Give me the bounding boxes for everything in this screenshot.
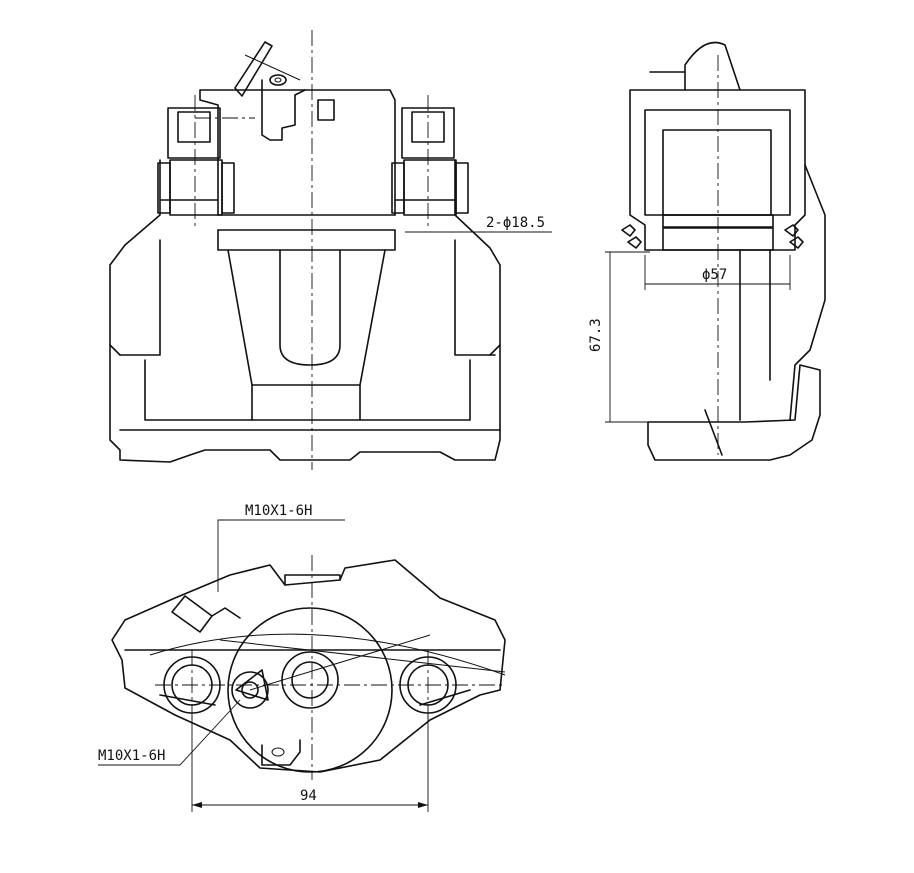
- piston-diameter-label: ϕ57: [702, 267, 727, 283]
- top-view: M10X1-6H M10X1-6H 94: [98, 503, 506, 812]
- bore-holes-label: 2-ϕ18.5: [486, 215, 545, 231]
- height-label: 67.3: [588, 318, 604, 352]
- right-guide-pin: [391, 107, 469, 216]
- thread-callout-bottom: M10X1-6H: [98, 748, 165, 764]
- pad-section: [647, 364, 821, 461]
- thread-callout-top: M10X1-6H: [245, 503, 312, 519]
- piston: [662, 129, 772, 216]
- left-guide-pin: [157, 107, 235, 216]
- outer-arm: [739, 164, 826, 421]
- bleeder-port: [231, 671, 269, 709]
- upper-housing: [199, 89, 396, 216]
- bridge: [217, 229, 396, 421]
- caliper-body-outline: [109, 159, 501, 463]
- width-label: 94: [300, 788, 317, 804]
- front-view: 2-ϕ18.5: [109, 30, 552, 470]
- cylinder-body: [227, 607, 393, 773]
- top-view-outline: [111, 559, 506, 773]
- center-window: [279, 249, 341, 366]
- cylinder-wall-section: [629, 89, 806, 251]
- brake-line-fitting: [171, 595, 241, 633]
- bleeder-tab: [261, 79, 306, 141]
- section-view: ϕ57 67.3: [588, 41, 826, 461]
